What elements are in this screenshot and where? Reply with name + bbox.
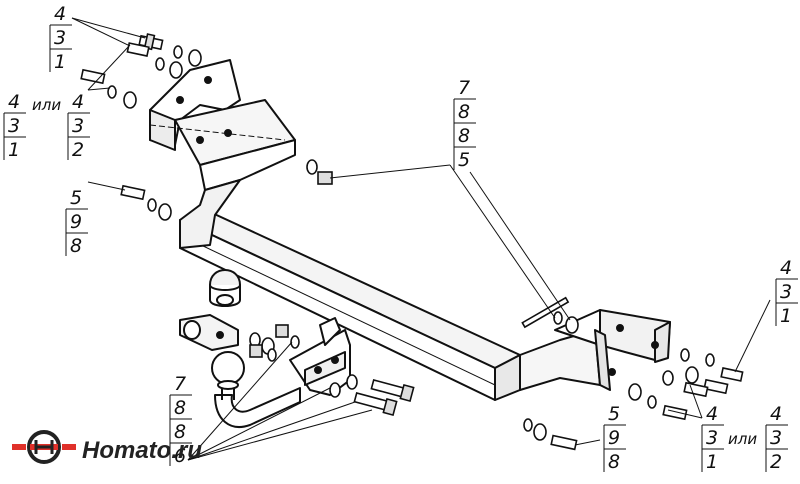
- washer-icon: [705, 353, 715, 367]
- callout-bottom: 5 9 8: [603, 403, 626, 473]
- callout-digit: 3: [72, 115, 84, 137]
- fastener-set: [80, 33, 744, 451]
- bolt-icon: [683, 381, 709, 398]
- washer-icon: [533, 423, 547, 441]
- callout-br-right: 4 3 2: [765, 403, 788, 473]
- ili-label: или: [32, 96, 61, 114]
- tow-ball-cap: [209, 269, 241, 307]
- callout-digit: 4: [770, 403, 782, 425]
- callout-digit: 9: [70, 211, 82, 233]
- washer-icon: [628, 383, 642, 401]
- callout-digit: 5: [458, 149, 470, 171]
- callout-digit: 4: [780, 257, 792, 279]
- nut-icon: [275, 324, 289, 338]
- callout-digit: 5: [608, 403, 620, 425]
- right-mounting-bracket: [519, 309, 671, 391]
- callout-digit: 3: [770, 427, 782, 449]
- washer-icon: [188, 49, 202, 67]
- callout-digit: 8: [458, 101, 470, 123]
- callout-top-center: 7 8 8 5: [453, 77, 476, 171]
- callout-digit: 8: [174, 421, 186, 443]
- washer-icon: [290, 335, 300, 349]
- callout-digit: 3: [8, 115, 20, 137]
- callout-br-mid: 4 3 1: [701, 403, 724, 473]
- washer-icon: [523, 418, 533, 432]
- callout-r: 4 3 1: [775, 257, 798, 327]
- bolt-icon: [120, 184, 146, 201]
- callout-digit: 5: [70, 187, 82, 209]
- nut-icon: [249, 344, 263, 358]
- bolt-icon: [550, 434, 578, 451]
- washer-icon: [173, 45, 183, 59]
- tow-ball-mount: [214, 317, 351, 428]
- washer-icon: [123, 91, 137, 109]
- washer-icon: [306, 159, 318, 175]
- homato-logo: Homato.ru: [12, 430, 202, 464]
- callout-digit: 8: [608, 451, 620, 473]
- callout-digit: 7: [458, 77, 470, 99]
- socket-plate: [179, 314, 239, 351]
- callout-digit: 8: [458, 125, 470, 147]
- bolt-icon: [370, 378, 415, 403]
- callout-digit: 2: [770, 451, 782, 473]
- left-mounting-bracket: [149, 59, 296, 249]
- leader-lines: [71, 17, 771, 461]
- washer-icon: [685, 366, 699, 384]
- washer-icon: [158, 203, 172, 221]
- logo-emblem-icon: [12, 430, 76, 464]
- callout-l-left: 4 3 1: [3, 91, 26, 161]
- bolt-icon: [703, 378, 729, 395]
- washer-icon: [147, 198, 157, 212]
- callout-digit: 4: [706, 403, 718, 425]
- washer-icon: [169, 61, 183, 79]
- tow-ball: [211, 351, 245, 400]
- washer-icon: [329, 382, 341, 398]
- washer-icon: [553, 311, 563, 325]
- callout-ml: 5 9 8: [65, 187, 88, 257]
- callout-digit: 3: [706, 427, 718, 449]
- callout-digit: 4: [72, 91, 84, 113]
- callout-digit: 9: [608, 427, 620, 449]
- bolt-icon: [521, 296, 570, 329]
- washer-icon: [647, 395, 657, 409]
- callout-digit: 4: [8, 91, 20, 113]
- callout-digit: 2: [72, 139, 84, 161]
- callout-digit: 7: [174, 373, 186, 395]
- washer-icon: [267, 348, 277, 362]
- washer-icon: [565, 316, 579, 334]
- bolt-icon: [720, 367, 744, 382]
- washer-icon: [662, 370, 674, 386]
- ili-label: или: [728, 430, 757, 448]
- callout-digit: 1: [8, 139, 20, 161]
- nut-icon: [317, 171, 333, 185]
- callout-digit: 1: [780, 305, 792, 327]
- callout-tl: 4 3 1: [49, 3, 72, 73]
- callout-bl: 7 8 8 6: [169, 373, 192, 467]
- washer-icon: [346, 374, 358, 390]
- washer-icon: [680, 348, 690, 362]
- washer-icon: [107, 85, 117, 99]
- callout-digit: 4: [54, 3, 66, 25]
- crossbar-beam: [179, 211, 521, 401]
- callout-digit: 8: [174, 397, 186, 419]
- callout-digit: 6: [174, 445, 186, 467]
- washer-icon: [155, 57, 165, 71]
- callout-digit: 3: [54, 27, 66, 49]
- bolt-icon: [80, 68, 106, 85]
- callout-digit: 1: [706, 451, 718, 473]
- callout-l-mid: 4 3 2: [67, 91, 90, 161]
- callout-digit: 8: [70, 235, 82, 257]
- bolt-icon: [662, 404, 688, 421]
- logo-text: Homato.ru: [82, 437, 202, 464]
- bolt-icon: [353, 391, 398, 417]
- callout-digit: 1: [54, 51, 66, 73]
- callout-digit: 3: [780, 281, 792, 303]
